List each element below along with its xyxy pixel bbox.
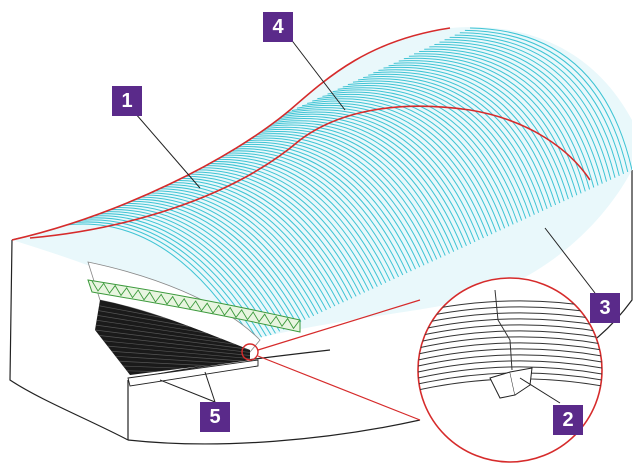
zoom-sheet-line xyxy=(418,312,602,325)
truss-segment xyxy=(103,282,116,295)
truss-segment xyxy=(287,318,300,330)
truss-segment xyxy=(195,300,208,312)
roof-cutaway xyxy=(87,261,301,387)
roof-sheet-line xyxy=(220,137,425,266)
callout-1-label: 1 xyxy=(121,89,133,112)
truss-segment xyxy=(149,291,162,303)
truss-segment xyxy=(252,311,266,323)
callout-2-label: 2 xyxy=(562,408,574,431)
roof-sheet-line xyxy=(245,126,446,256)
zoom-sheet-line xyxy=(418,306,602,319)
roof-sheet-line xyxy=(454,34,620,176)
truss-segment xyxy=(264,313,277,325)
truss-segment xyxy=(206,302,220,314)
zoom-sheet-line xyxy=(418,360,602,373)
truss-segment xyxy=(241,309,254,321)
roof-sheet-line xyxy=(296,104,489,237)
truss-segment xyxy=(183,298,197,310)
roof-sheet-line xyxy=(419,50,591,190)
roof-sheet-line xyxy=(414,53,586,192)
roof-sheet-line xyxy=(378,69,557,206)
roof-sheet-line xyxy=(327,91,514,225)
interior-sheet-line xyxy=(95,349,250,363)
interior-sheet-line xyxy=(95,329,250,351)
roof-sheet-line xyxy=(276,113,472,245)
truss-segment xyxy=(126,287,139,299)
callout-3: 3 xyxy=(590,293,620,323)
roof-sheet-line xyxy=(373,71,552,208)
roof-sheet-line xyxy=(312,98,501,231)
interior-sheet-line xyxy=(95,344,250,360)
roof-sheet-line xyxy=(403,57,578,196)
roof-sheet-line xyxy=(307,100,497,233)
truss-segment xyxy=(137,289,151,301)
callout-2: 2 xyxy=(553,405,583,435)
leader-lines xyxy=(134,37,596,404)
roof-sheet-line xyxy=(383,66,561,204)
roof-sheet-line xyxy=(235,131,438,260)
roof-sheet-line xyxy=(424,48,595,188)
roof-sheet-line xyxy=(271,115,467,247)
roof-sheet-line xyxy=(459,32,624,175)
roof-sheet-line xyxy=(469,27,632,171)
roof-sheet-line xyxy=(444,39,612,180)
roof-sheet-line xyxy=(317,96,506,229)
zoom-sheet-line xyxy=(418,324,602,337)
roof-sheet-line xyxy=(251,124,450,254)
zoom-sheet-line xyxy=(418,366,602,379)
roof-sheet-line xyxy=(393,62,569,200)
roof-sheet-line xyxy=(322,93,510,227)
roof-sheet-line xyxy=(398,60,574,198)
roof-sheet-line xyxy=(286,109,480,241)
truss-segment xyxy=(275,315,289,328)
truss-segment xyxy=(114,285,128,297)
roof-sheet-line xyxy=(357,78,540,213)
truss-segment xyxy=(229,307,243,319)
roof-sheet-line xyxy=(337,87,523,221)
roof-sheet-line xyxy=(230,133,433,262)
zoom-sheet-line xyxy=(418,354,602,367)
roof-sheet-line xyxy=(291,107,484,239)
callout-4: 4 xyxy=(263,12,293,42)
truss-segment xyxy=(218,304,231,317)
callout-4-label: 4 xyxy=(272,15,284,38)
roof-sheet-line xyxy=(266,118,463,248)
zoom-sheet-line xyxy=(418,330,602,343)
zoom-sheet-line xyxy=(418,348,602,361)
truss-segment xyxy=(172,296,185,308)
interior-sheet-line xyxy=(95,334,250,354)
roof-sheet-line xyxy=(301,102,493,235)
roof-sheet-line xyxy=(261,120,459,250)
callout-5-label: 5 xyxy=(209,405,221,428)
roof-sheet-line xyxy=(281,111,476,243)
roof-sheet-line xyxy=(434,43,603,184)
zoom-sheet-line xyxy=(418,336,602,349)
roof-edges xyxy=(11,27,591,241)
roof-sheet-line xyxy=(388,64,565,202)
interior-sheet-line xyxy=(95,324,250,348)
roof-sheet-line xyxy=(464,29,629,173)
roof-sheet-line xyxy=(408,55,582,194)
roof-sheet-line xyxy=(332,89,518,223)
roof-sheet-line xyxy=(429,46,599,186)
roof-sheet-line xyxy=(363,76,544,211)
callout-5: 5 xyxy=(200,402,230,432)
roof-sheet-line xyxy=(256,122,455,252)
zoom-sheet-line xyxy=(418,318,602,331)
roof-sheet-line xyxy=(240,128,442,258)
callout-3-label: 3 xyxy=(599,296,611,319)
roof-sheet-line xyxy=(439,41,608,182)
roof-sheet-line xyxy=(347,82,531,217)
roof-sheet-line xyxy=(368,73,548,210)
callout-1: 1 xyxy=(112,86,142,116)
truss-segment xyxy=(91,280,105,292)
roof-sheet-line xyxy=(225,135,429,264)
roof-sheet-line xyxy=(342,85,527,219)
interior-sheet-line xyxy=(95,339,250,357)
truss-segment xyxy=(160,293,174,306)
roof-sheet-line xyxy=(449,36,616,178)
